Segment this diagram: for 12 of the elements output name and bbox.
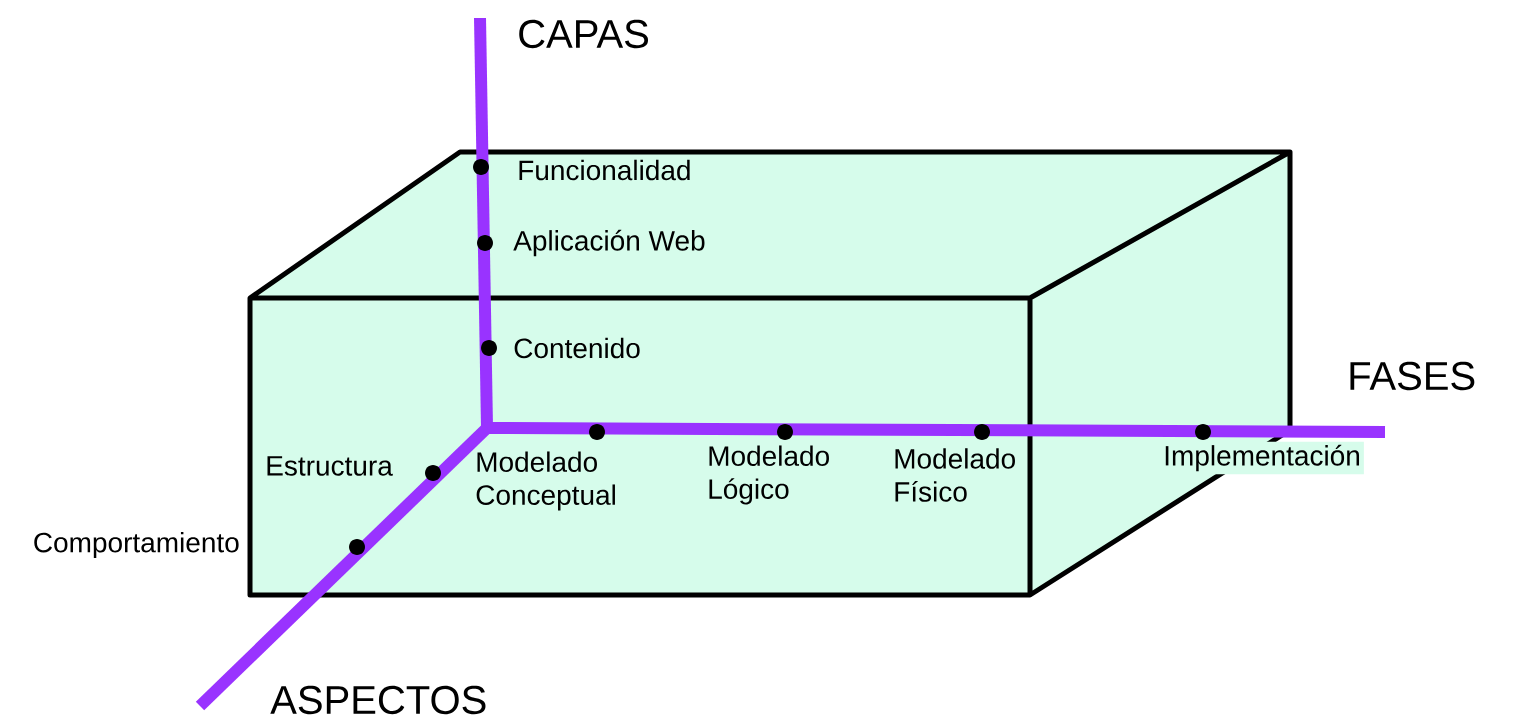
point-label: Implementación bbox=[1160, 441, 1364, 475]
point-label: Modelado Físico bbox=[895, 448, 1015, 502]
point-label: Modelado Conceptual bbox=[476, 451, 615, 511]
axis-label: FASES bbox=[1350, 361, 1475, 391]
point-label: Comportamiento bbox=[34, 531, 239, 559]
point-label: Contenido bbox=[514, 337, 640, 359]
point-label: Modelado Lógico bbox=[709, 445, 829, 505]
axis-label: CAPAS bbox=[519, 19, 648, 49]
point-label: Funcionalidad bbox=[519, 159, 690, 181]
point-label: Aplicación Web bbox=[513, 229, 705, 257]
point-label: Estructura bbox=[267, 456, 393, 476]
axis-label: ASPECTOS bbox=[270, 685, 486, 715]
